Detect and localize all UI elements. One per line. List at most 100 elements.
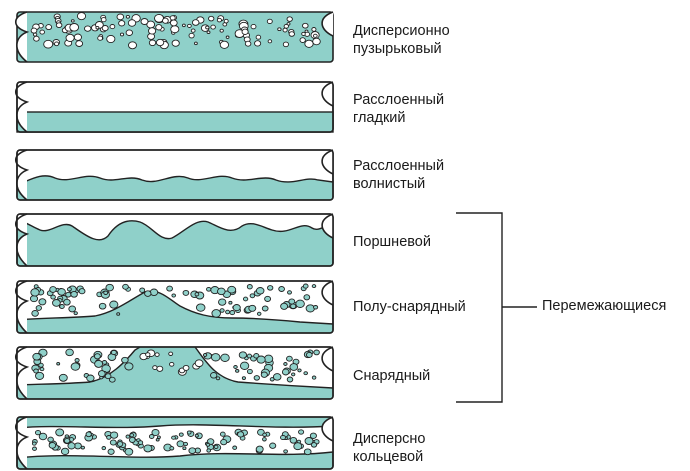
bubble [211,354,220,361]
bubble [35,430,40,434]
bubble [229,301,232,304]
bubble [207,449,211,452]
bubble [302,32,306,35]
bubble [99,303,106,309]
bubble [273,374,281,381]
bubble [40,368,44,371]
bubble [85,26,91,31]
bubble [278,28,281,31]
bubble [261,372,267,377]
bubble [102,26,108,31]
bubble [130,434,134,437]
bubble [236,370,239,373]
bubble [234,366,238,369]
bubble [60,305,65,309]
bubble [220,29,223,32]
bubble [306,352,312,357]
bubble [250,294,255,298]
bubble [156,39,163,45]
bubble [195,434,198,437]
bubble [245,41,251,46]
bubble [169,352,173,355]
bubble [86,432,91,437]
bubble [303,284,308,288]
bubble [48,437,54,442]
bubble [305,40,313,47]
bubble [289,299,295,304]
bubble [255,41,261,46]
bubble [268,40,272,43]
bubble [171,26,179,33]
bubble [32,442,36,445]
bubble [56,429,64,436]
bubble [283,28,287,32]
bubble [170,16,175,20]
label-regime-7: Дисперснокольцевой [353,430,425,466]
bubble [256,288,264,295]
bubble [206,443,210,446]
bubble [128,20,135,27]
bubble [33,353,41,360]
bubble [170,447,174,450]
bubble [298,369,301,372]
bubble [221,439,227,444]
bubble [189,33,194,38]
bubble [183,447,186,450]
bubble [167,286,173,291]
bubble [206,26,209,29]
bubble [226,36,229,38]
bubble [306,305,314,312]
bubble [126,30,132,36]
bubble [46,25,52,30]
bubble [87,375,94,381]
bubble [119,21,125,26]
bubble [156,25,162,30]
bubble [288,291,292,294]
bubble [66,34,74,41]
bubble [312,376,316,379]
bubble [195,42,198,45]
bubble [188,24,192,27]
bubble [314,350,320,355]
bubble [282,369,289,375]
pipe-dispersed-annular [16,417,333,469]
bubble [220,309,224,313]
bubble [107,35,115,42]
bubble [74,312,77,315]
bubble [290,364,298,371]
bubble [120,33,123,36]
bubble [314,306,318,310]
bubble [66,292,71,297]
bubble [117,313,120,316]
bubble [292,373,295,376]
bubble [101,18,106,22]
bubble [157,366,163,371]
bubble [256,35,261,39]
bubble [71,363,80,370]
bubble [192,20,199,26]
liquid-layer [17,112,333,132]
bubble [313,38,321,45]
bubble [74,34,81,40]
bubble [257,312,261,315]
bubble [102,447,106,450]
bubble [220,41,228,48]
bubble [110,25,115,29]
bubble [220,432,225,436]
bubble [96,26,99,29]
bubble [214,445,218,448]
bubble [264,355,272,362]
bubble [94,354,100,359]
bubble [256,446,263,452]
bubble [110,440,116,445]
bubble [267,19,272,23]
bubble [61,448,68,454]
bubble [163,18,169,23]
bubble [183,365,189,370]
bubble [34,36,40,41]
bubble [284,450,288,453]
bubble [224,19,228,23]
bubble [138,441,142,445]
bubble [300,38,305,43]
bubble [146,353,150,357]
